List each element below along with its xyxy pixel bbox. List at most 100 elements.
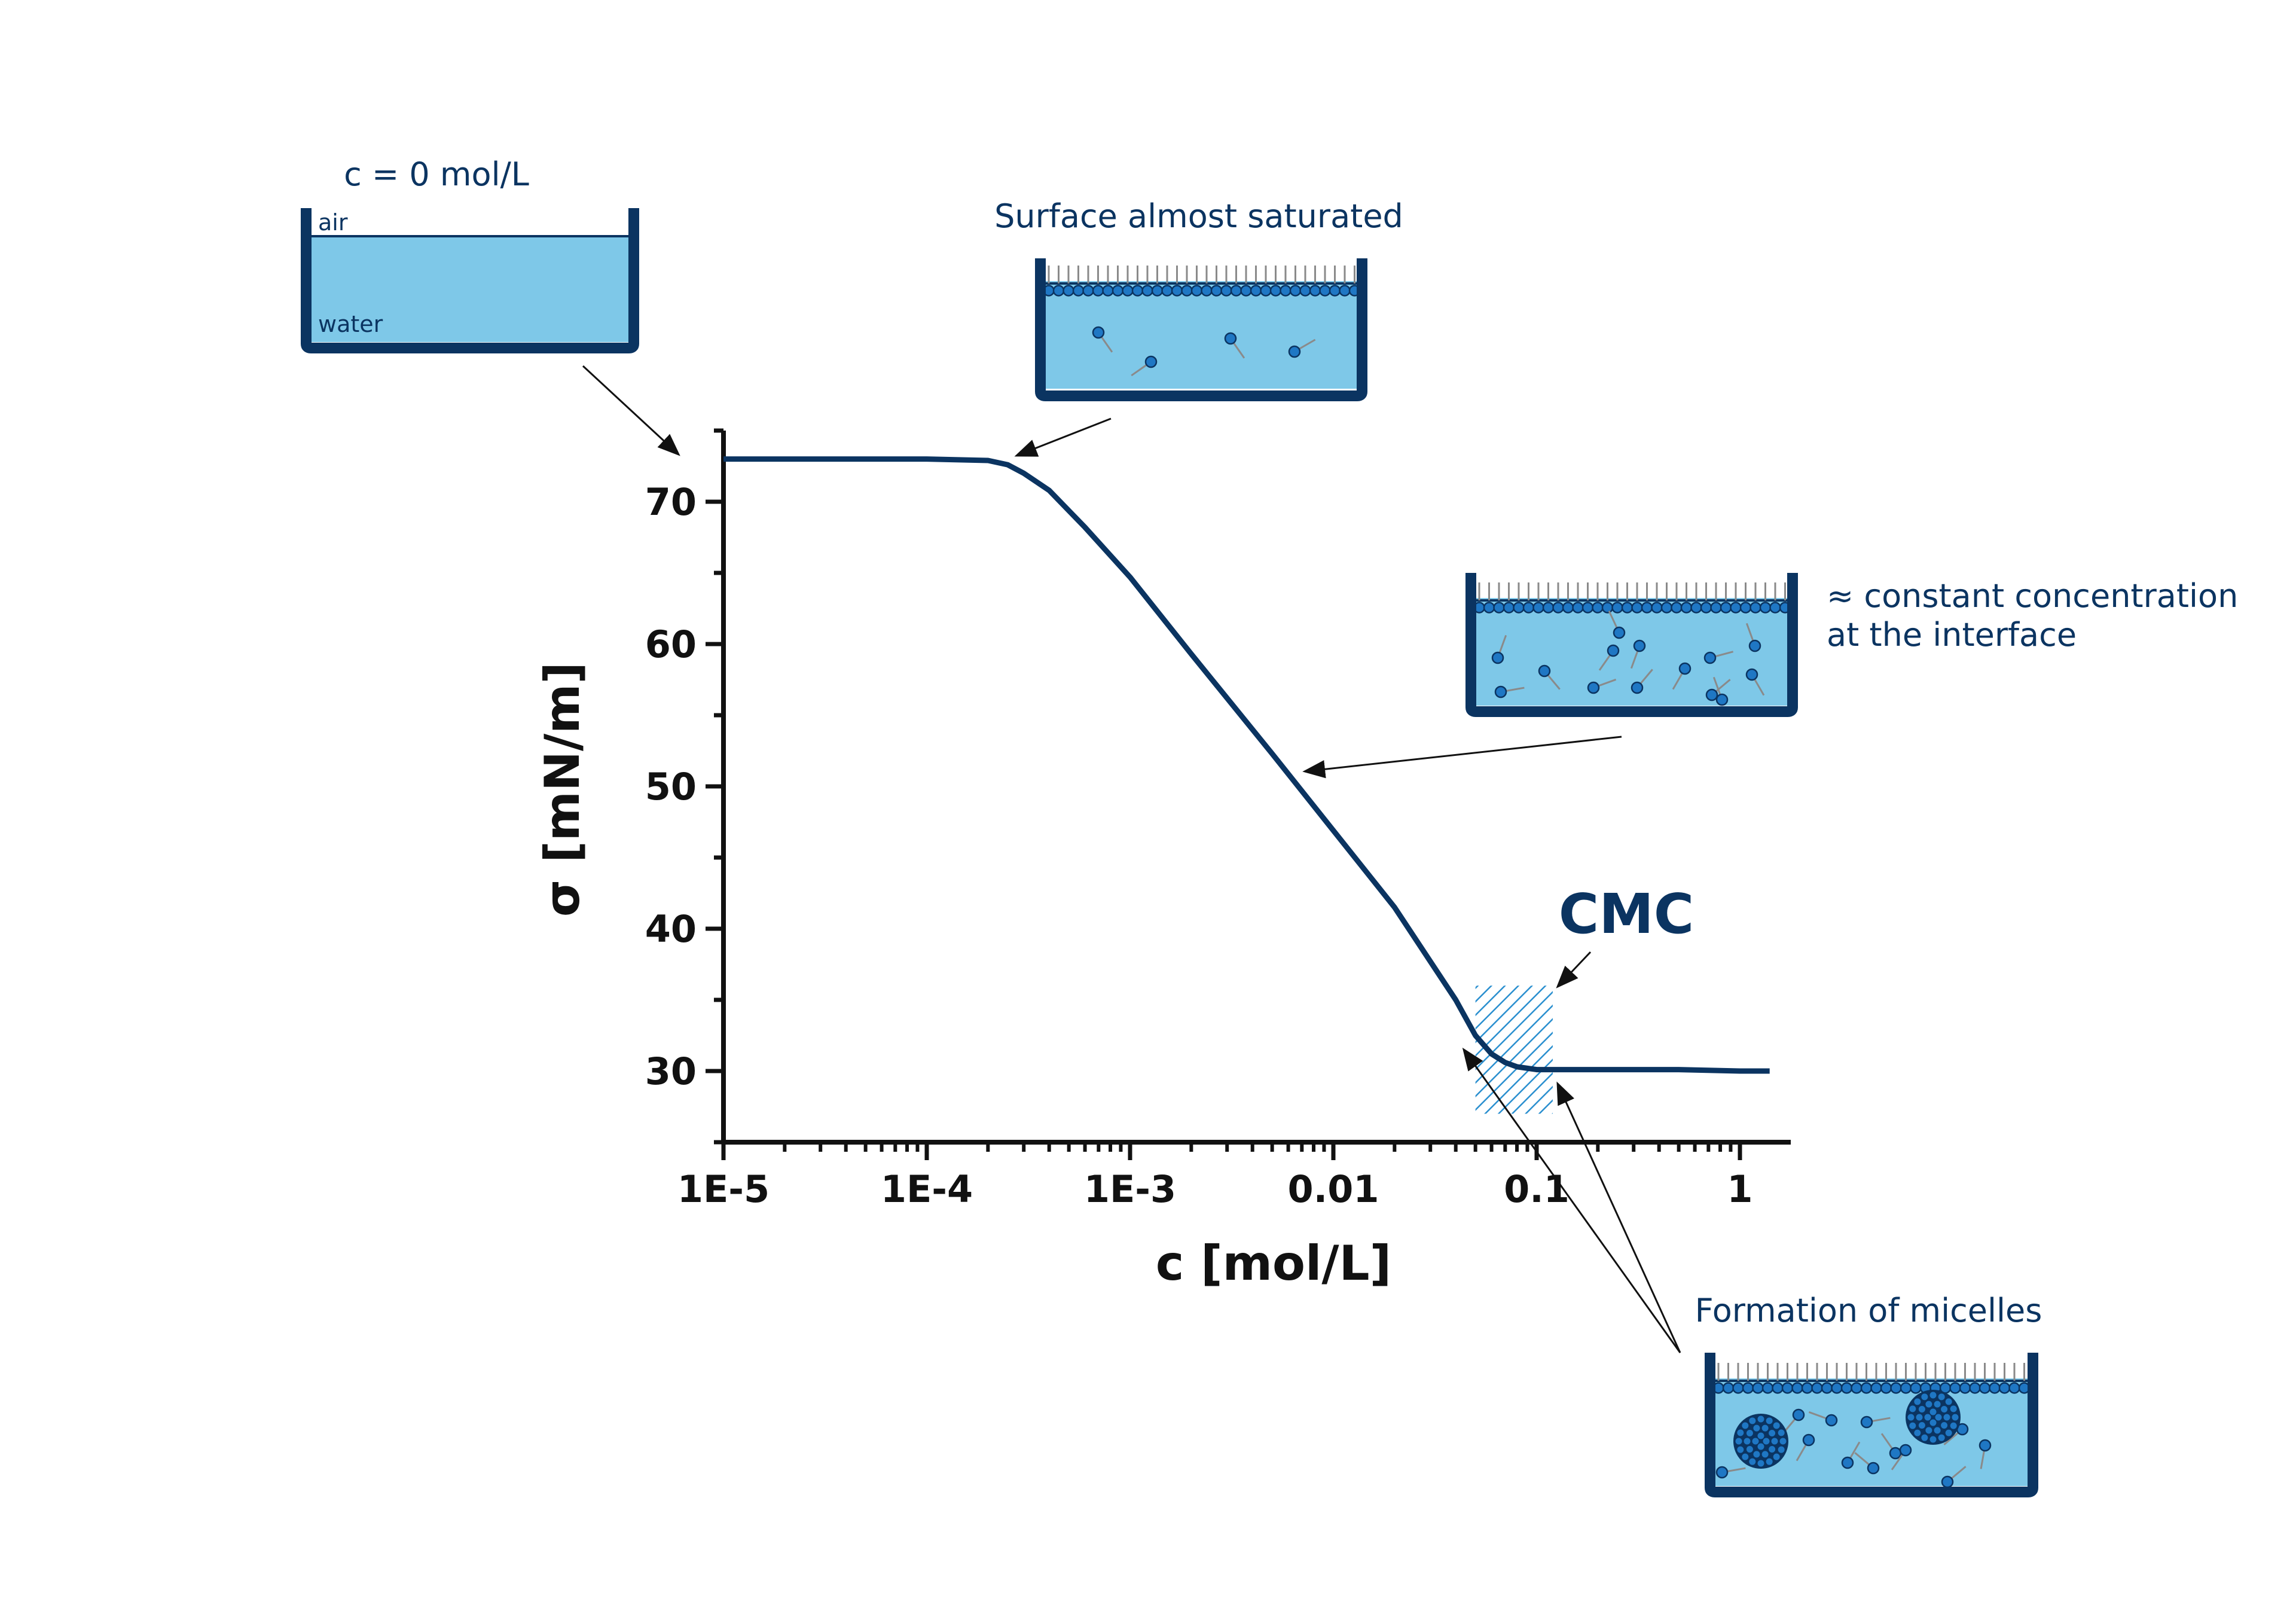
micelle-head [1945, 1398, 1952, 1405]
micelle-head [1945, 1429, 1952, 1436]
surfactant-head [1680, 602, 1693, 614]
surfactant-head [1715, 693, 1729, 706]
surfactant-head [1289, 285, 1302, 297]
micelle-head [1914, 1429, 1921, 1436]
surfactant-head [1224, 332, 1237, 345]
micelle-head [1918, 1422, 1925, 1429]
surfactant-head [1900, 1382, 1912, 1394]
surfactant-head [1299, 285, 1311, 297]
surfactant-head [1690, 602, 1702, 614]
beaker-surface-saturated: Surface almost saturated [994, 197, 1403, 401]
surfactant-head [1493, 602, 1505, 614]
micelle-head [1943, 1414, 1950, 1421]
surfactant-head [1742, 1382, 1754, 1394]
surfactant-head [1201, 285, 1213, 297]
surfactant-head [1631, 681, 1644, 694]
micelle-head [1929, 1392, 1937, 1399]
y-tick-label: 70 [645, 480, 697, 524]
surfactant-head [1280, 285, 1292, 297]
annotation-constant-2: at the interface [1827, 616, 2077, 654]
surfactant-head [2008, 1382, 2020, 1394]
surfactant-head [1851, 1382, 1863, 1394]
beaker-micelles: Formation of micelles [1695, 1292, 2042, 1497]
micelle-head [1934, 1427, 1941, 1434]
surfactant-head [1607, 644, 1620, 657]
micelle-head [1771, 1438, 1778, 1445]
arrow-micelles-1 [1462, 1047, 1681, 1353]
surfactant-head [1745, 668, 1758, 681]
annotation-micelles: Formation of micelles [1695, 1292, 2042, 1329]
micelle-head [1925, 1427, 1932, 1434]
micelle-head [1761, 1451, 1769, 1458]
micelle-head [1941, 1422, 1948, 1429]
y-tick-label: 50 [645, 765, 697, 809]
surfactant-head [1151, 285, 1164, 297]
arrow-micelles-2 [1556, 1081, 1681, 1353]
surfactant-head [1522, 602, 1535, 614]
micelle-head [1929, 1419, 1937, 1426]
surfactant-head [1240, 285, 1252, 297]
micelle-head [1773, 1422, 1780, 1429]
micelle-head [1907, 1414, 1915, 1421]
micelle-head [1737, 1446, 1744, 1453]
micelle-head [1742, 1422, 1749, 1429]
surfactant-head [1260, 285, 1272, 297]
micelle-head [1746, 1446, 1753, 1453]
label-air: air [318, 209, 348, 236]
surfactant-head [1710, 602, 1722, 614]
x-tick-label: 0.1 [1504, 1167, 1570, 1211]
surfactant-head [1811, 1382, 1823, 1394]
surfactant-head [1269, 285, 1282, 297]
micelle-head [1773, 1453, 1780, 1460]
surfactant-head [1092, 326, 1105, 339]
surfactant-head [1339, 285, 1351, 297]
micelle-head [1941, 1405, 1948, 1413]
surfactant-head [1732, 1382, 1744, 1394]
micelle-head [1757, 1415, 1764, 1423]
surfactant-head [1772, 1382, 1784, 1394]
micelle-head [1757, 1443, 1764, 1450]
micelle-head [1938, 1393, 1945, 1401]
micelle-head [1778, 1446, 1785, 1453]
micelle-head [1757, 1460, 1764, 1467]
surfactant-head [1781, 1382, 1794, 1394]
surfactant-head [1052, 285, 1065, 297]
surfactant-head [1910, 1382, 1922, 1394]
surfactant-head [1703, 651, 1717, 664]
beaker-outline [301, 208, 639, 353]
surfactant-head [1190, 285, 1203, 297]
annotation-c0: c = 0 mol/L [344, 155, 529, 193]
micelle-head [1778, 1429, 1785, 1436]
micelle-head [1752, 1438, 1759, 1445]
surfactant-head [1062, 285, 1074, 297]
surfactant-head [1144, 355, 1158, 368]
surfactant-head [1112, 285, 1124, 297]
surfactant-head [1750, 602, 1761, 614]
surface-monolayer [1473, 582, 1791, 614]
micelle-head [1909, 1422, 1916, 1429]
y-tick-label: 30 [645, 1050, 697, 1093]
micelle-head [1744, 1438, 1751, 1445]
micelle-head [1935, 1414, 1942, 1421]
surfactant-head [1969, 1382, 1981, 1394]
surfactant-head [1329, 285, 1341, 297]
surfactant-head [1860, 1382, 1873, 1394]
surfactant-head [1538, 664, 1551, 678]
surfactant-head [1532, 602, 1544, 614]
surfactant-head [1722, 1382, 1735, 1394]
surfactant-head [1611, 602, 1623, 614]
surfactant-head [1748, 639, 1761, 652]
surfactant-head [1678, 662, 1692, 675]
micelle-head [1753, 1424, 1760, 1432]
surfactant-head [1601, 602, 1614, 614]
surfactant-head [1171, 285, 1183, 297]
surfactant-head [1572, 602, 1584, 614]
water-fill [1040, 281, 1362, 389]
surfactant-head [1791, 1382, 1803, 1394]
surfactant-head [1889, 1447, 1902, 1460]
surfactant-head [1552, 602, 1564, 614]
surfactant-head [1161, 285, 1173, 297]
surfactant-head [1230, 285, 1242, 297]
surfactant-head [1801, 1382, 1813, 1394]
micelle-head [1938, 1434, 1945, 1441]
